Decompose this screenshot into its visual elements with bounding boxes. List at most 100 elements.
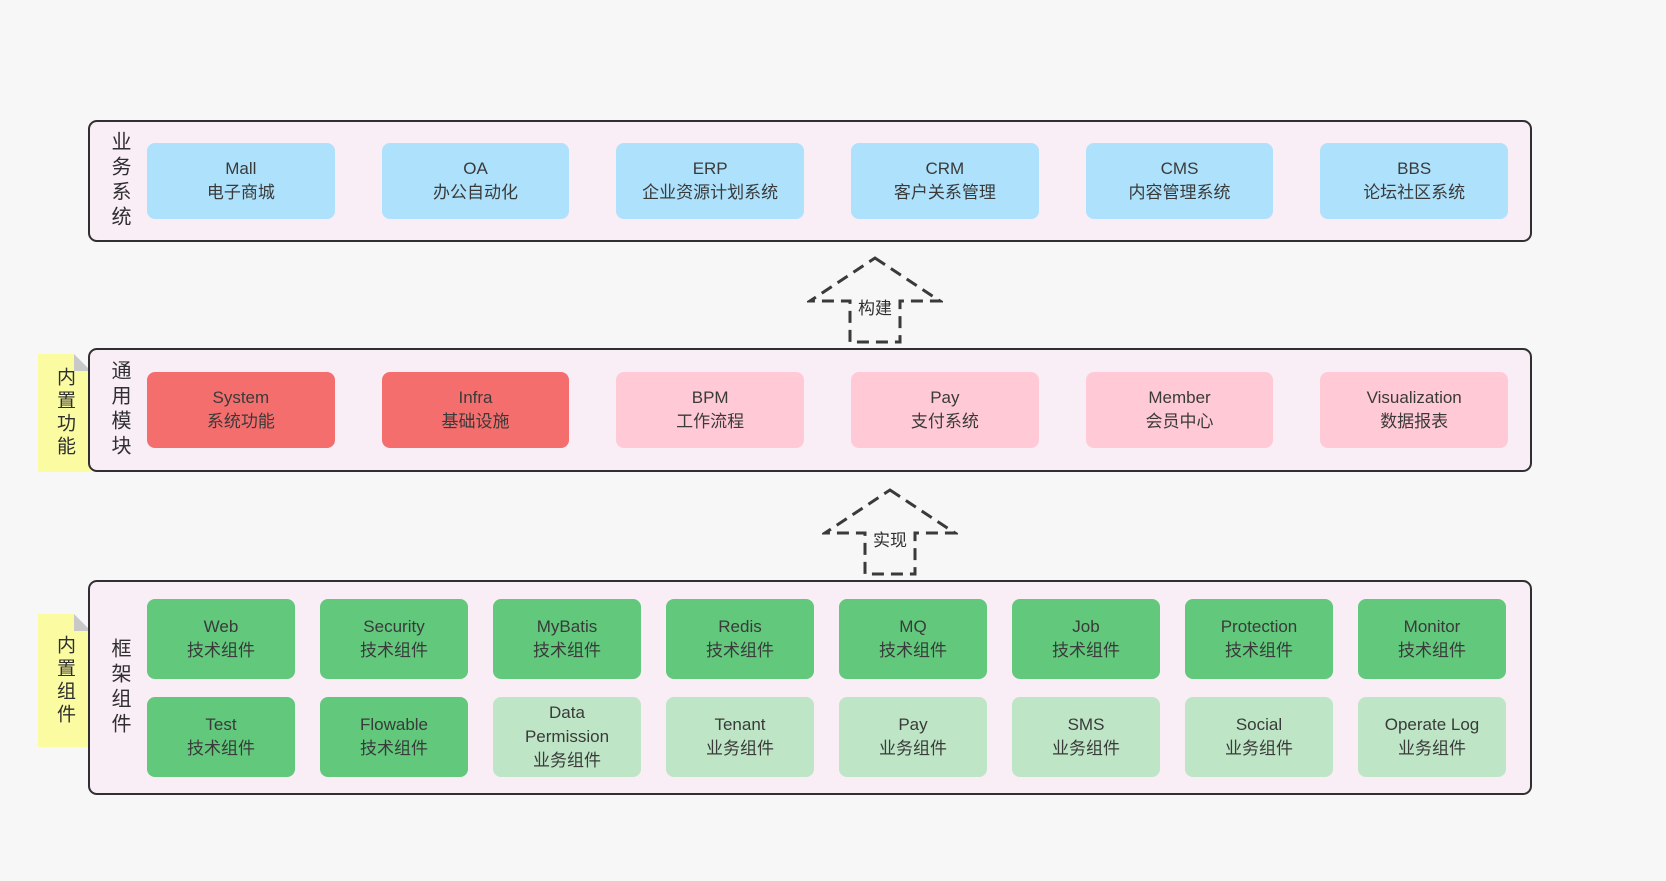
box-title: OA — [463, 159, 488, 178]
box-crm: CRM 客户关系管理 — [851, 143, 1039, 219]
layer-label-business: 业务系统 — [108, 131, 130, 231]
box-subtitle: 支付系统 — [910, 412, 979, 431]
box-title: Member — [1148, 388, 1211, 407]
box-subtitle: 工作流程 — [676, 412, 745, 431]
implement-arrow: 实现 — [822, 487, 958, 577]
sticky-note-built-in-features: 内置功能 — [38, 354, 91, 472]
box-member: Member 会员中心 — [1085, 372, 1274, 448]
box-mybatis: MyBatis 技术组件 — [493, 598, 641, 679]
layer-label-modules: 通用模块 — [108, 360, 130, 460]
box-title: Security — [363, 616, 425, 636]
box-title: MyBatis — [536, 616, 598, 636]
layer-common-modules: 通用模块 System 系统功能 Infra 基础设施 BPM 工作流程 Pay… — [88, 348, 1532, 472]
box-social: Social 业务组件 — [1185, 696, 1333, 777]
box-title: Operate Log — [1384, 714, 1480, 734]
box-title: Data Permission — [524, 702, 610, 746]
box-redis: Redis 技术组件 — [666, 598, 814, 679]
box-erp: ERP 企业资源计划系统 — [616, 143, 805, 219]
box-flowable: Flowable 技术组件 — [320, 696, 468, 777]
box-subtitle: 技术组件 — [187, 640, 255, 660]
box-subtitle: 论坛社区系统 — [1363, 183, 1466, 202]
box-subtitle: 业务组件 — [706, 738, 774, 758]
box-subtitle: 数据报表 — [1380, 412, 1449, 431]
box-title: CMS — [1160, 159, 1199, 178]
box-subtitle: 技术组件 — [360, 738, 428, 758]
box-title: Social — [1235, 714, 1283, 734]
box-web: Web 技术组件 — [147, 598, 295, 679]
box-subtitle: 客户关系管理 — [893, 183, 996, 202]
box-oa: OA 办公自动化 — [381, 143, 570, 219]
box-title: Pay — [898, 714, 928, 734]
box-subtitle: 技术组件 — [1052, 640, 1120, 660]
box-job: Job 技术组件 — [1012, 598, 1160, 679]
box-title: System — [212, 388, 270, 407]
box-subtitle: 企业资源计划系统 — [642, 183, 779, 202]
box-bbs: BBS 论坛社区系统 — [1320, 143, 1509, 219]
box-title: BBS — [1397, 159, 1432, 178]
build-arrow-label: 构建 — [855, 294, 895, 319]
box-title: CRM — [925, 159, 965, 178]
box-title: Infra — [458, 388, 493, 407]
up-block-arrow-icon — [822, 488, 958, 576]
box-subtitle: 技术组件 — [879, 640, 947, 660]
box-subtitle: 会员中心 — [1145, 412, 1214, 431]
layer-label-components: 框架组件 — [108, 637, 130, 738]
box-title: Tenant — [714, 714, 766, 734]
box-mall: Mall 电子商城 — [147, 143, 335, 219]
box-system: System 系统功能 — [147, 372, 335, 448]
box-title: Job — [1072, 616, 1100, 636]
box-mq: MQ 技术组件 — [839, 598, 987, 679]
box-title: Redis — [718, 616, 762, 636]
box-subtitle: 业务组件 — [533, 750, 601, 770]
box-operate-log: Operate Log 业务组件 — [1358, 696, 1506, 777]
box-cms: CMS 内容管理系统 — [1085, 143, 1274, 219]
box-subtitle: 办公自动化 — [433, 183, 518, 202]
box-subtitle: 基础设施 — [441, 412, 510, 431]
box-subtitle: 业务组件 — [1052, 738, 1120, 758]
box-subtitle: 技术组件 — [1225, 640, 1293, 660]
box-title: Web — [203, 616, 239, 636]
box-title: BPM — [691, 388, 729, 407]
box-infra: Infra 基础设施 — [381, 372, 570, 448]
implement-arrow-label: 实现 — [870, 526, 910, 551]
layer-framework-components: 框架组件 Web 技术组件 Security 技术组件 MyBatis 技术组件… — [88, 580, 1532, 795]
box-bpm: BPM 工作流程 — [616, 372, 805, 448]
sticky-note-label: 内置组件 — [54, 634, 75, 727]
box-title: Visualization — [1366, 388, 1462, 407]
box-title: Pay — [930, 388, 960, 407]
box-title: Protection — [1220, 616, 1298, 636]
box-visualization: Visualization 数据报表 — [1320, 372, 1509, 448]
box-subtitle: 技术组件 — [187, 738, 255, 758]
box-subtitle: 技术组件 — [360, 640, 428, 660]
box-subtitle: 技术组件 — [1398, 640, 1466, 660]
box-title: Flowable — [359, 714, 429, 734]
box-title: Test — [205, 714, 237, 734]
box-title: ERP — [692, 159, 728, 178]
layer-business-systems: 业务系统 Mall 电子商城 OA 办公自动化 ERP 企业资源计划系统 CRM… — [88, 120, 1532, 242]
build-arrow: 构建 — [807, 255, 943, 345]
box-subtitle: 业务组件 — [879, 738, 947, 758]
box-data-permission: Data Permission 业务组件 — [493, 696, 641, 777]
box-title: Mall — [225, 159, 257, 178]
box-pay-module: Pay 支付系统 — [851, 372, 1039, 448]
box-tenant: Tenant 业务组件 — [666, 696, 814, 777]
up-block-arrow-icon — [807, 256, 943, 344]
box-subtitle: 内容管理系统 — [1128, 183, 1231, 202]
box-pay-component: Pay 业务组件 — [839, 696, 987, 777]
box-title: MQ — [899, 616, 927, 636]
box-protection: Protection 技术组件 — [1185, 598, 1333, 679]
box-subtitle: 系统功能 — [206, 412, 275, 431]
box-subtitle: 技术组件 — [706, 640, 774, 660]
box-subtitle: 业务组件 — [1398, 738, 1466, 758]
box-title: SMS — [1067, 714, 1105, 734]
sticky-note-built-in-components: 内置组件 — [38, 614, 91, 747]
box-subtitle: 技术组件 — [533, 640, 601, 660]
sticky-note-label: 内置功能 — [54, 367, 75, 459]
box-security: Security 技术组件 — [320, 598, 468, 679]
box-title: Monitor — [1403, 616, 1461, 636]
box-subtitle: 电子商城 — [206, 183, 275, 202]
box-sms: SMS 业务组件 — [1012, 696, 1160, 777]
box-subtitle: 业务组件 — [1225, 738, 1293, 758]
box-test: Test 技术组件 — [147, 696, 295, 777]
